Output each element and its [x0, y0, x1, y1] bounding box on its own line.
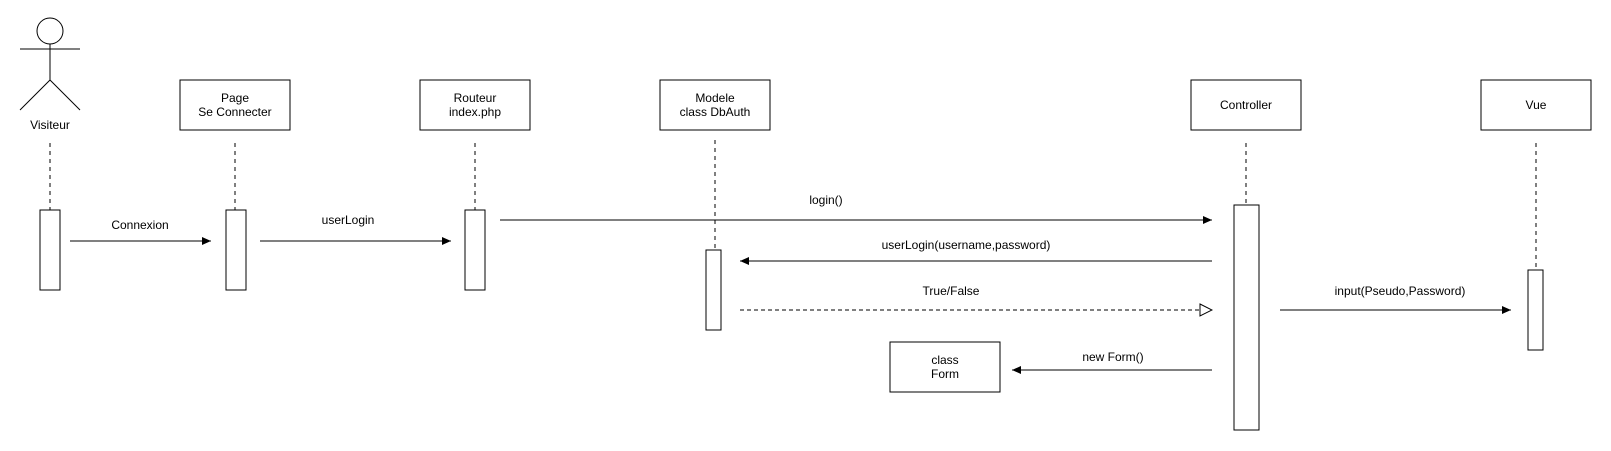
lifeline-page-head[interactable]: Page Se Connecter — [179, 79, 291, 131]
lifeline-vue-head[interactable]: Vue — [1480, 79, 1592, 131]
lifeline-dashes — [49, 140, 1537, 270]
lifeline-controller-label: Controller — [1220, 98, 1272, 112]
lifeline-page-line1: Page — [221, 91, 249, 105]
form-box-line1: class — [931, 353, 958, 367]
activation-routeur — [464, 209, 486, 291]
lifeline-routeur-head[interactable]: Routeur index.php — [419, 79, 531, 131]
message-login[interactable]: login() — [500, 193, 1212, 224]
message-userlogin-label: userLogin — [322, 213, 375, 227]
message-new-form[interactable]: new Form() — [1012, 350, 1212, 374]
message-true-false[interactable]: True/False — [740, 284, 1212, 310]
lifeline-controller-head[interactable]: Controller — [1190, 79, 1302, 131]
message-connexion[interactable]: Connexion — [70, 218, 211, 245]
form-box-line2: Form — [931, 367, 959, 381]
actor-head — [36, 17, 64, 45]
message-connexion-label: Connexion — [111, 218, 168, 232]
activation-visiteur — [39, 209, 61, 291]
message-true-false-label: True/False — [923, 284, 980, 298]
actor-right-leg — [49, 79, 81, 111]
lifeline-modele-line1: Modele — [695, 91, 735, 105]
form-box[interactable]: class Form — [889, 341, 1001, 393]
lifeline-routeur-line2: index.php — [449, 105, 501, 119]
lifeline-routeur-line1: Routeur — [454, 91, 497, 105]
activation-page — [225, 209, 247, 291]
lifeline-vue-label: Vue — [1526, 98, 1547, 112]
actor-left-leg — [19, 79, 51, 111]
actor-visiteur[interactable]: Visiteur — [19, 17, 81, 132]
message-input[interactable]: input(Pseudo,Password) — [1280, 284, 1511, 314]
activation-controller — [1233, 204, 1260, 431]
message-login-label: login() — [809, 193, 842, 207]
activation-modele — [705, 249, 722, 331]
actor-label: Visiteur — [30, 118, 70, 132]
lifeline-modele-head[interactable]: Modele class DbAuth — [659, 79, 771, 131]
lifeline-page-line2: Se Connecter — [198, 105, 271, 119]
message-new-form-label: new Form() — [1082, 350, 1143, 364]
message-userlogin-params[interactable]: userLogin(username,password) — [740, 238, 1212, 265]
lifeline-modele-line2: class DbAuth — [680, 105, 751, 119]
message-input-label: input(Pseudo,Password) — [1335, 284, 1466, 298]
message-userlogin-params-label: userLogin(username,password) — [882, 238, 1051, 252]
activation-vue — [1527, 269, 1544, 351]
message-userlogin[interactable]: userLogin — [260, 213, 451, 245]
